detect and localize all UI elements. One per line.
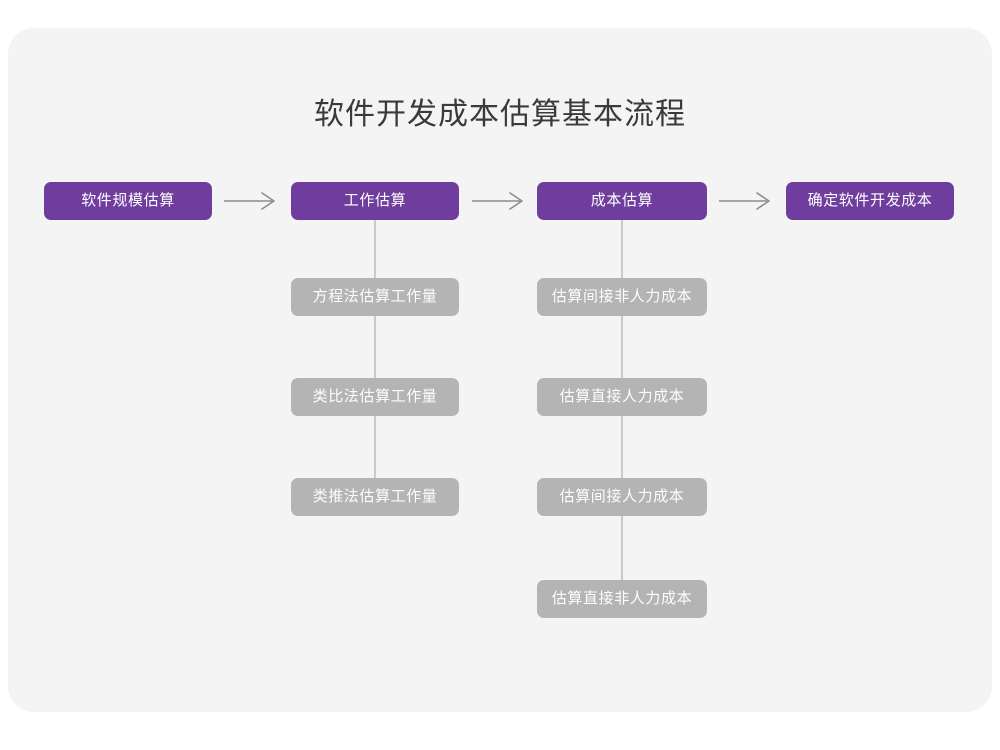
sub-node-left-3[interactable]: 类推法估算工作量 (291, 478, 459, 516)
sub-node-left-2[interactable]: 类比法估算工作量 (291, 378, 459, 416)
arrow-step2-to-step3 (472, 190, 528, 212)
page-title: 软件开发成本估算基本流程 (314, 98, 686, 131)
flow-node-step1[interactable]: 软件规模估算 (44, 182, 212, 220)
content-card (8, 28, 992, 712)
flow-node-step2[interactable]: 工作估算 (291, 182, 459, 220)
sub-node-left-1[interactable]: 方程法估算工作量 (291, 278, 459, 316)
sub-node-right-3[interactable]: 估算间接人力成本 (537, 478, 707, 516)
sub-node-right-2[interactable]: 估算直接人力成本 (537, 378, 707, 416)
connector-line-left-column (374, 220, 376, 480)
sub-node-right-4[interactable]: 估算直接非人力成本 (537, 580, 707, 618)
sub-node-right-1[interactable]: 估算间接非人力成本 (537, 278, 707, 316)
flow-node-step4[interactable]: 确定软件开发成本 (786, 182, 954, 220)
flow-node-step3[interactable]: 成本估算 (537, 182, 707, 220)
arrow-step3-to-step4 (719, 190, 775, 212)
arrow-step1-to-step2 (224, 190, 280, 212)
